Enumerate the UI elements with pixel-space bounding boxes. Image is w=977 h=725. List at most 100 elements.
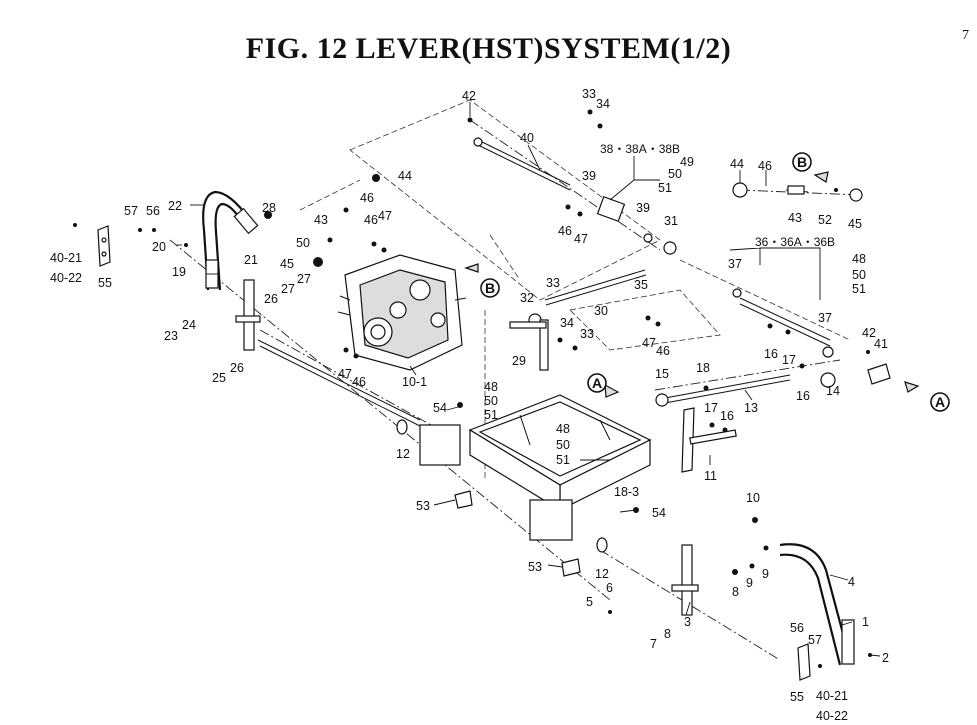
label-21: 21	[244, 253, 258, 267]
label-37-right: 37	[818, 311, 832, 325]
label-30: 30	[594, 304, 608, 318]
figure-title: FIG. 12 LEVER(HST)SYSTEM(1/2)	[245, 32, 732, 65]
label-44-right: 44	[730, 157, 744, 171]
label-38-group: 38・38A・38B	[600, 142, 680, 156]
label-39-upper: 39	[582, 169, 596, 183]
label-8-upper: 8	[732, 585, 739, 599]
label-13: 13	[744, 401, 758, 415]
lever-handle-right	[779, 543, 855, 666]
label-57-left: 57	[124, 204, 138, 218]
svg-text:A: A	[592, 375, 602, 391]
label-47-mid: 47	[642, 336, 656, 350]
part-labels: 42 33 34 40 38・38A・38B 49 50 51 39 39 46…	[50, 87, 889, 723]
svg-text:B: B	[485, 280, 495, 296]
label-42-top: 42	[462, 89, 476, 103]
shaft-main	[257, 339, 421, 435]
label-1: 1	[862, 615, 869, 629]
label-22: 22	[168, 199, 182, 213]
label-57-right: 57	[808, 633, 822, 647]
label-10-1: 10-1	[402, 375, 427, 389]
label-33-mid: 33	[546, 276, 560, 290]
label-51-frame: 51	[556, 453, 570, 467]
label-48-frame: 48	[556, 422, 570, 436]
label-5: 5	[586, 595, 593, 609]
label-14: 14	[826, 384, 840, 398]
label-32: 32	[520, 291, 534, 305]
flag-arrows	[464, 171, 920, 398]
label-24: 24	[182, 318, 196, 332]
label-55-left: 55	[98, 276, 112, 290]
label-27-b: 27	[297, 272, 311, 286]
label-47-upper-left: 47	[378, 209, 392, 223]
label-40: 40	[520, 131, 534, 145]
label-9-lower: 9	[746, 576, 753, 590]
label-6: 6	[606, 581, 613, 595]
bracket-right	[867, 363, 891, 385]
guide-lines	[169, 99, 861, 661]
label-16-c: 16	[720, 409, 734, 423]
label-8-lower: 8	[664, 627, 671, 641]
label-50-right: 50	[852, 268, 866, 282]
rod-lower	[655, 372, 836, 407]
hst-transmission-unit	[337, 254, 467, 371]
label-40-21-left: 40-21	[50, 251, 82, 265]
label-11: 11	[704, 469, 717, 483]
label-43-right: 43	[788, 211, 802, 225]
leader-lines	[176, 102, 881, 657]
label-56-left: 56	[146, 204, 160, 218]
label-29: 29	[512, 354, 526, 368]
label-40-21-right: 40-21	[816, 689, 848, 703]
label-51-right: 51	[852, 282, 866, 296]
arm-right	[596, 537, 699, 616]
label-40-22-right: 40-22	[816, 709, 848, 723]
label-2: 2	[882, 651, 889, 665]
label-19: 19	[172, 265, 186, 279]
hardware-dots	[73, 109, 872, 668]
lever-handle-left	[202, 190, 259, 291]
label-50-frame: 50	[556, 438, 570, 452]
label-37-left: 37	[728, 257, 742, 271]
label-15: 15	[655, 367, 669, 381]
label-26-lower: 26	[230, 361, 244, 375]
label-33-lower: 33	[580, 327, 594, 341]
label-47-hst: 47	[338, 367, 352, 381]
label-40-22-left: 40-22	[50, 271, 82, 285]
label-46-upper: 46	[558, 224, 572, 238]
label-3: 3	[684, 615, 691, 629]
label-46-hst: 46	[352, 375, 366, 389]
rod-middle	[528, 269, 647, 327]
label-49: 49	[680, 155, 694, 169]
label-39-lower: 39	[636, 201, 650, 215]
frame-chassis	[419, 394, 652, 541]
label-10: 10	[746, 491, 760, 505]
label-54-right: 54	[652, 506, 666, 520]
label-53-upper: 53	[416, 499, 430, 513]
label-51-left: 51	[484, 408, 498, 422]
rod-top-right	[732, 182, 863, 202]
label-53-lower: 53	[528, 560, 542, 574]
label-20: 20	[152, 240, 166, 254]
bracket-right-lower	[797, 643, 811, 681]
label-46-upper-left: 46	[360, 191, 374, 205]
label-55-right: 55	[790, 690, 804, 704]
svg-text:A: A	[935, 394, 945, 410]
label-46-mid: 46	[656, 344, 670, 358]
label-27-a: 27	[281, 282, 295, 296]
label-12-right: 12	[595, 567, 609, 581]
bracket-53-lower	[561, 558, 581, 577]
label-16-b: 16	[796, 389, 810, 403]
label-50-left: 50	[484, 394, 498, 408]
label-34-mid: 34	[560, 316, 574, 330]
label-45-right: 45	[848, 217, 862, 231]
label-17-a: 17	[782, 353, 796, 367]
rod-right	[732, 288, 834, 358]
label-41: 41	[874, 337, 888, 351]
label-4: 4	[848, 575, 855, 589]
callout-circle-a-right: A	[930, 392, 950, 412]
arm-11	[681, 407, 737, 473]
callout-circle-b-upper: B	[792, 152, 812, 172]
label-16-a: 16	[764, 347, 778, 361]
label-12-left: 12	[396, 447, 410, 461]
label-42-right: 42	[862, 326, 876, 340]
label-43-left: 43	[314, 213, 328, 227]
